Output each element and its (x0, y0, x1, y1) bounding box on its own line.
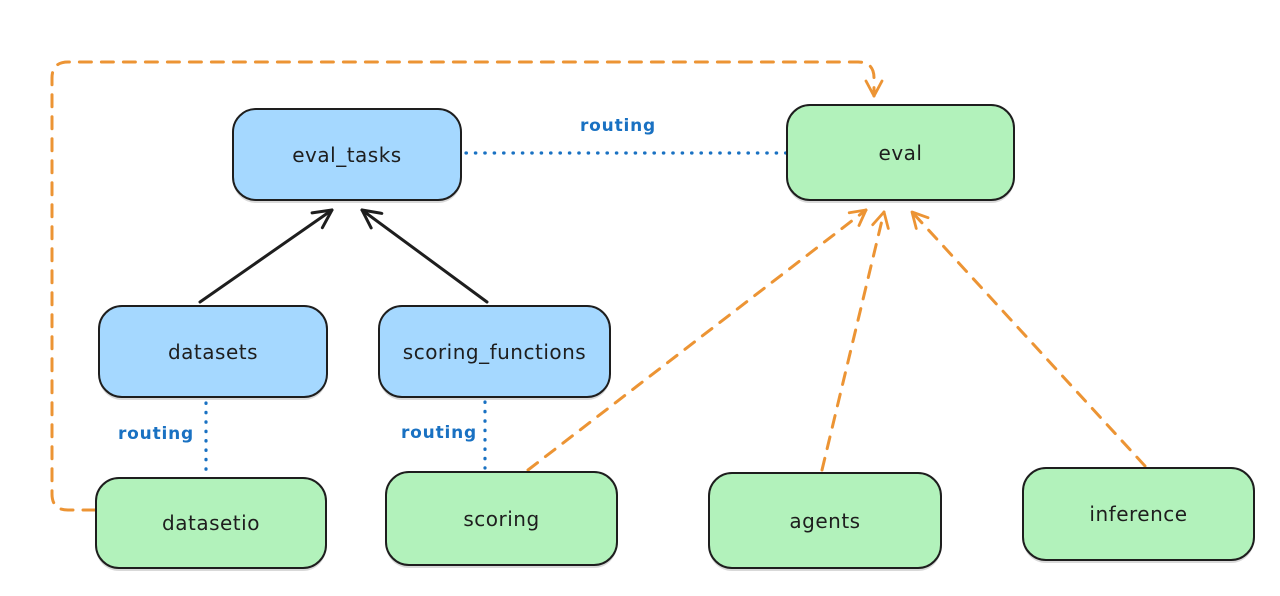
node-datasets: datasets (98, 305, 328, 398)
edge-scoring_functions-to-eval_tasks (360, 208, 489, 304)
edge-datasetio-to-eval (50, 60, 884, 512)
edge-label-routing-left: routing (118, 424, 194, 444)
edge-inference-to-eval (910, 210, 1147, 468)
edge-scoring-to-eval (526, 208, 868, 472)
node-scoring_functions-label: scoring_functions (402, 339, 587, 364)
edge-datasets-to-eval_tasks (198, 208, 334, 304)
node-agents: agents (708, 472, 942, 569)
node-inference: inference (1022, 467, 1255, 561)
node-eval_tasks-label: eval_tasks (292, 142, 402, 167)
node-scoring: scoring (385, 471, 618, 566)
node-scoring-label: scoring (463, 506, 540, 531)
node-eval: eval (786, 104, 1015, 201)
node-datasetio-label: datasetio (162, 511, 260, 535)
edge-agents-to-eval (820, 210, 890, 472)
node-inference-label: inference (1089, 502, 1188, 526)
node-datasets-label: datasets (167, 339, 259, 364)
node-eval-label: eval (878, 140, 923, 165)
node-eval_tasks: eval_tasks (232, 108, 462, 201)
node-datasetio: datasetio (95, 477, 327, 569)
edge-label-routing-top: routing (580, 116, 656, 136)
edge-label-routing-middle: routing (401, 423, 477, 443)
node-scoring_functions: scoring_functions (378, 305, 611, 398)
node-agents-label: agents (789, 508, 861, 533)
